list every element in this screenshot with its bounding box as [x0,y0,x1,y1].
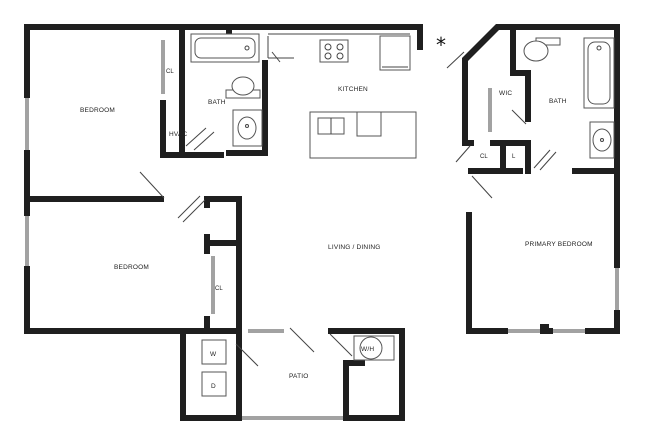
wic-label: WIC [499,90,512,97]
washer [201,339,227,365]
water-heater-label: W/H [361,346,374,353]
asterisk-marker: * [436,33,446,57]
right-bath-fixtures [523,37,615,159]
room-labels: BEDROOM BEDROOM BATH BATH KITCHEN HVAC C… [80,33,593,390]
patio-label: PATIO [289,373,309,380]
water-heater [359,336,383,360]
hvac-label: HVAC [169,131,187,138]
closet-rods [161,40,492,314]
windows [24,98,620,421]
left-bath-fixtures [190,33,263,147]
closet-1-label: CL [166,69,174,75]
doors [139,51,557,367]
washer-label: W [210,351,217,358]
closet-2-label: CL [215,286,223,292]
bedroom-2-label: BEDROOM [114,264,149,271]
bath-1-label: BATH [208,99,226,106]
dryer [201,371,227,397]
interior-walls-left [24,24,268,334]
bedroom-1-label: BEDROOM [80,107,115,114]
closet-3-label: CL [480,154,488,160]
patio-appliances [201,335,395,397]
living-dining-label: LIVING / DINING [328,244,380,251]
primary-bedroom-label: PRIMARY BEDROOM [525,241,593,248]
kitchen-fixtures [267,33,417,159]
interior-walls-right [462,24,620,334]
dryer-label: D [211,383,216,390]
linen-label: L [512,154,516,160]
bath-2-label: BATH [549,98,567,105]
kitchen-label: KITCHEN [338,86,368,93]
